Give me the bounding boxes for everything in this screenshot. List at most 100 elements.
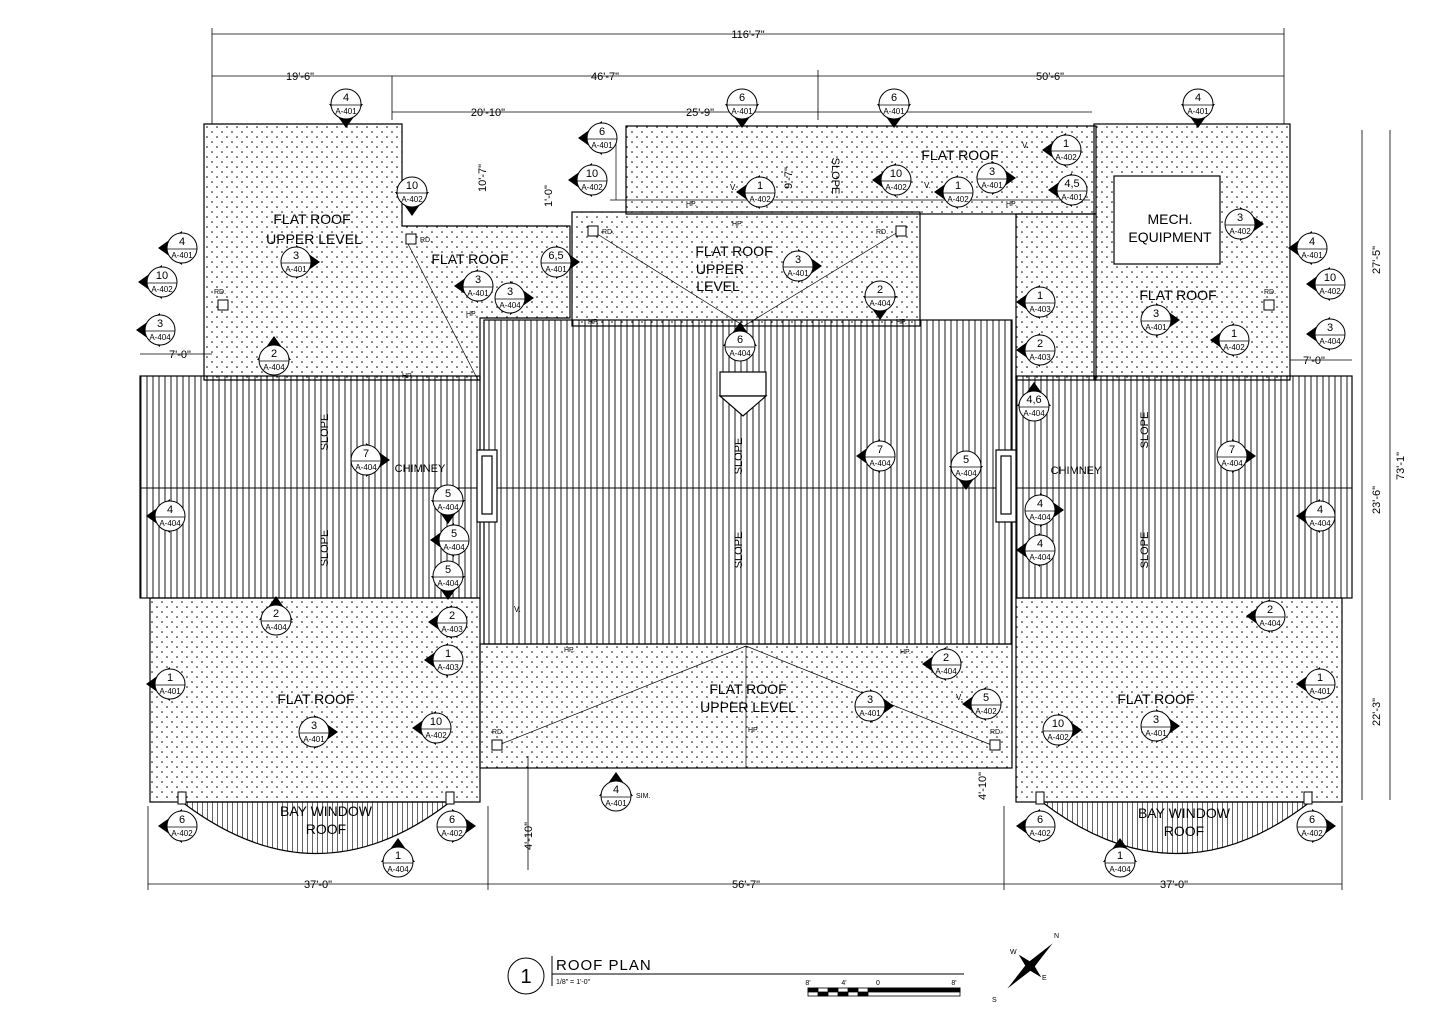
flat-roof-lower-left-area: [149, 597, 481, 803]
callout-sheet-number: A-402: [1055, 153, 1077, 162]
callout-sheet-number: A-404: [1029, 553, 1051, 562]
callout-sheet-number: A-404: [869, 459, 891, 468]
callout-3-a-401: 3A-401: [280, 245, 320, 279]
callout-4-a-401: 4A-401: [599, 772, 633, 812]
callout-1-a-402: 1A-402: [736, 175, 776, 209]
dim-seg-mid: 46'-7": [591, 71, 619, 83]
callout-sheet-number: A-401: [883, 107, 905, 116]
callout-sheet-number: A-401: [545, 265, 567, 274]
callout-sheet-number: A-401: [467, 289, 489, 298]
callout-sheet-number: A-404: [1023, 409, 1045, 418]
callout-sheet-number: A-404: [499, 301, 521, 310]
label-bay-left-2: ROOF: [306, 821, 346, 837]
callout-10-a-402: 10A-402: [395, 176, 429, 216]
callout-detail-number: 10: [890, 168, 902, 180]
callout-detail-number: 1: [395, 850, 401, 862]
callout-5-a-404: 5A-404: [430, 523, 470, 557]
callout-4-a-404: 4A-404: [1296, 499, 1336, 533]
callout-detail-number: 2: [1037, 338, 1043, 350]
callout-detail-number: 2: [877, 284, 883, 296]
callout-detail-number: 1: [167, 672, 173, 684]
label-hp-1: HP.: [686, 201, 697, 208]
label-hp-4: HP.: [896, 319, 907, 326]
dim-v-4-10-right: 4'-10": [977, 772, 989, 800]
callout-4-a-401: 4A-401: [329, 88, 363, 128]
scale-0: 0: [876, 980, 880, 987]
callout-detail-number: 2: [449, 610, 455, 622]
callout-detail-number: 6: [737, 334, 743, 346]
drawing-title: ROOF PLAN: [556, 957, 652, 974]
callout-6-a-402: 6A-402: [436, 809, 476, 843]
callout-sheet-number: A-401: [731, 107, 753, 116]
callout-3-a-401: 3A-401: [854, 689, 894, 723]
label-mech-2: EQUIPMENT: [1128, 229, 1212, 245]
callout-detail-number: 5: [445, 488, 451, 500]
callout-sheet-number: A-404: [1109, 865, 1131, 874]
callout-detail-number: 10: [156, 270, 168, 282]
label-hp-6: HP.: [466, 311, 477, 318]
callout-detail-number: 6: [891, 92, 897, 104]
label-v-1: V.: [730, 183, 737, 192]
callout-1-a-402: 1A-402: [1042, 133, 1082, 167]
callout-1-a-403: 1A-403: [424, 643, 464, 677]
callout-3-a-404: 3A-404: [494, 281, 534, 315]
callout-3-a-404: 3A-404: [136, 313, 176, 347]
callout-10-a-402: 10A-402: [138, 265, 178, 299]
dim-bottom-right: 37'-0": [1160, 879, 1188, 891]
callout-detail-number: 10: [430, 716, 442, 728]
label-flat-roof-upper-center-3: LEVEL: [696, 278, 740, 294]
dim-inner-a: 20'-10": [471, 107, 505, 119]
label-bay-right-2: ROOF: [1164, 823, 1204, 839]
callout-detail-number: 3: [1153, 714, 1159, 726]
dim-v-1-0: 1'-0": [543, 185, 555, 207]
callout-sheet-number: A-402: [441, 829, 463, 838]
callout-detail-number: 2: [1267, 604, 1273, 616]
callout-detail-number: 5: [451, 528, 457, 540]
callout-sheet-number: A-401: [159, 687, 181, 696]
callout-sheet-number: A-402: [975, 707, 997, 716]
callout-detail-number: 3: [1237, 212, 1243, 224]
callout-detail-number: 7: [877, 444, 883, 456]
dim-bottom-left: 37'-0": [304, 879, 332, 891]
label-flat-roof-low-center-1: FLAT ROOF: [709, 681, 786, 697]
callout-detail-number: 4: [1037, 538, 1043, 550]
label-flat-roof-small: FLAT ROOF: [431, 251, 508, 267]
callout-sheet-number: A-404: [935, 667, 957, 676]
callout-detail-number: 3: [989, 166, 995, 178]
west-label: W: [1010, 949, 1017, 956]
callout-detail-number: 5: [963, 454, 969, 466]
east-label: E: [1042, 975, 1047, 982]
label-v-4: V.: [514, 605, 521, 614]
label-chimney-right: CHIMNEY: [1051, 465, 1102, 477]
callout-sheet-number: A-402: [1223, 343, 1245, 352]
callout-detail-number: 1: [445, 648, 451, 660]
label-hp-10: HP.: [732, 221, 743, 228]
callout-detail-number: 4,6: [1026, 394, 1041, 406]
callout-sheet-number: A-402: [885, 183, 907, 192]
callout-detail-number: 4: [1195, 92, 1201, 104]
callout-3-a-401: 3A-401: [976, 161, 1016, 195]
sloped-roof-left: [139, 375, 481, 599]
callout-sheet-number: A-404: [265, 623, 287, 632]
callout-sheet-number: A-404: [1029, 513, 1051, 522]
dimension-text: 116'-7" 19'-6" 46'-7" 50'-6" 20'-10" 25'…: [169, 29, 1407, 891]
callout-detail-number: 7: [363, 448, 369, 460]
callout-detail-number: 4: [1037, 498, 1043, 510]
bay-window-left-area: [180, 801, 452, 855]
dim-v-10-7: 10'-7": [477, 164, 489, 192]
dim-overall-right: 73'-1": [1395, 452, 1407, 480]
dim-inner-b: 25'-9": [686, 107, 714, 119]
callout-sheet-number: A-402: [1029, 829, 1051, 838]
callout-3-a-402: 3A-402: [1224, 207, 1264, 241]
label-slope-3: SLOPE: [733, 438, 745, 475]
dim-seg-left: 19'-6": [286, 71, 314, 83]
callout-sheet-number: A-402: [1301, 829, 1323, 838]
callout-2-a-404: 2A-404: [1246, 599, 1286, 633]
dim-right-22-3: 22'-3": [1371, 698, 1383, 726]
callout-detail-number: 1: [1317, 672, 1323, 684]
callout-sheet-number: A-401: [285, 265, 307, 274]
callout-2-a-404: 2A-404: [863, 280, 897, 320]
callout-sheet-number: A-401: [591, 141, 613, 150]
callout-1-a-401: 1A-401: [1296, 667, 1336, 701]
callout-sheet-number: A-404: [1221, 459, 1243, 468]
